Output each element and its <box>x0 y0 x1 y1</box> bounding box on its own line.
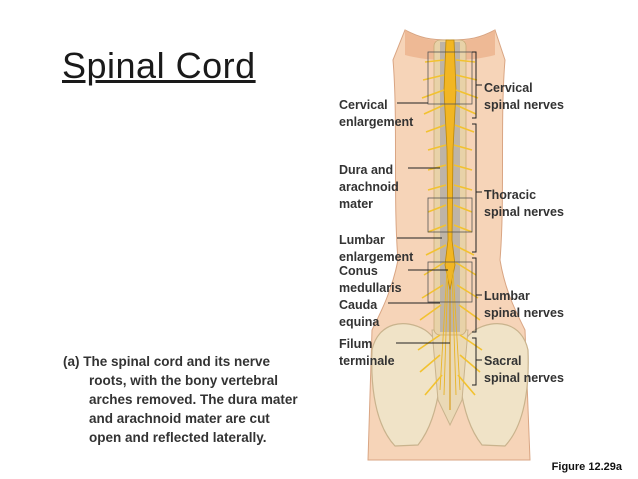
caption-line: open and reflected laterally. <box>63 428 353 447</box>
caption-prefix: (a) <box>63 354 80 369</box>
caption-line: roots, with the bony vertebral <box>63 371 353 390</box>
figure-caption: (a) The spinal cord and its nerve roots,… <box>63 352 353 447</box>
label-conus-medullaris: Conus medullaris <box>339 263 402 297</box>
caption-line: and arachnoid mater are cut <box>63 409 353 428</box>
label-cervical-spinal-nerves: Cervical spinal nerves <box>484 80 564 114</box>
caption-line: arches removed. The dura mater <box>63 390 353 409</box>
label-cauda-equina: Cauda equina <box>339 297 379 331</box>
label-thoracic-spinal-nerves: Thoracic spinal nerves <box>484 187 564 221</box>
label-dura-arachnoid: Dura and arachnoid mater <box>339 162 399 213</box>
label-cervical-enlargement: Cervical enlargement <box>339 97 413 131</box>
caption-line: The spinal cord and its nerve <box>83 354 270 369</box>
label-sacral-spinal-nerves: Sacral spinal nerves <box>484 353 564 387</box>
figure-reference: Figure 12.29a <box>552 461 622 473</box>
label-lumbar-spinal-nerves: Lumbar spinal nerves <box>484 288 564 322</box>
label-lumbar-enlargement: Lumbar enlargement <box>339 232 413 266</box>
